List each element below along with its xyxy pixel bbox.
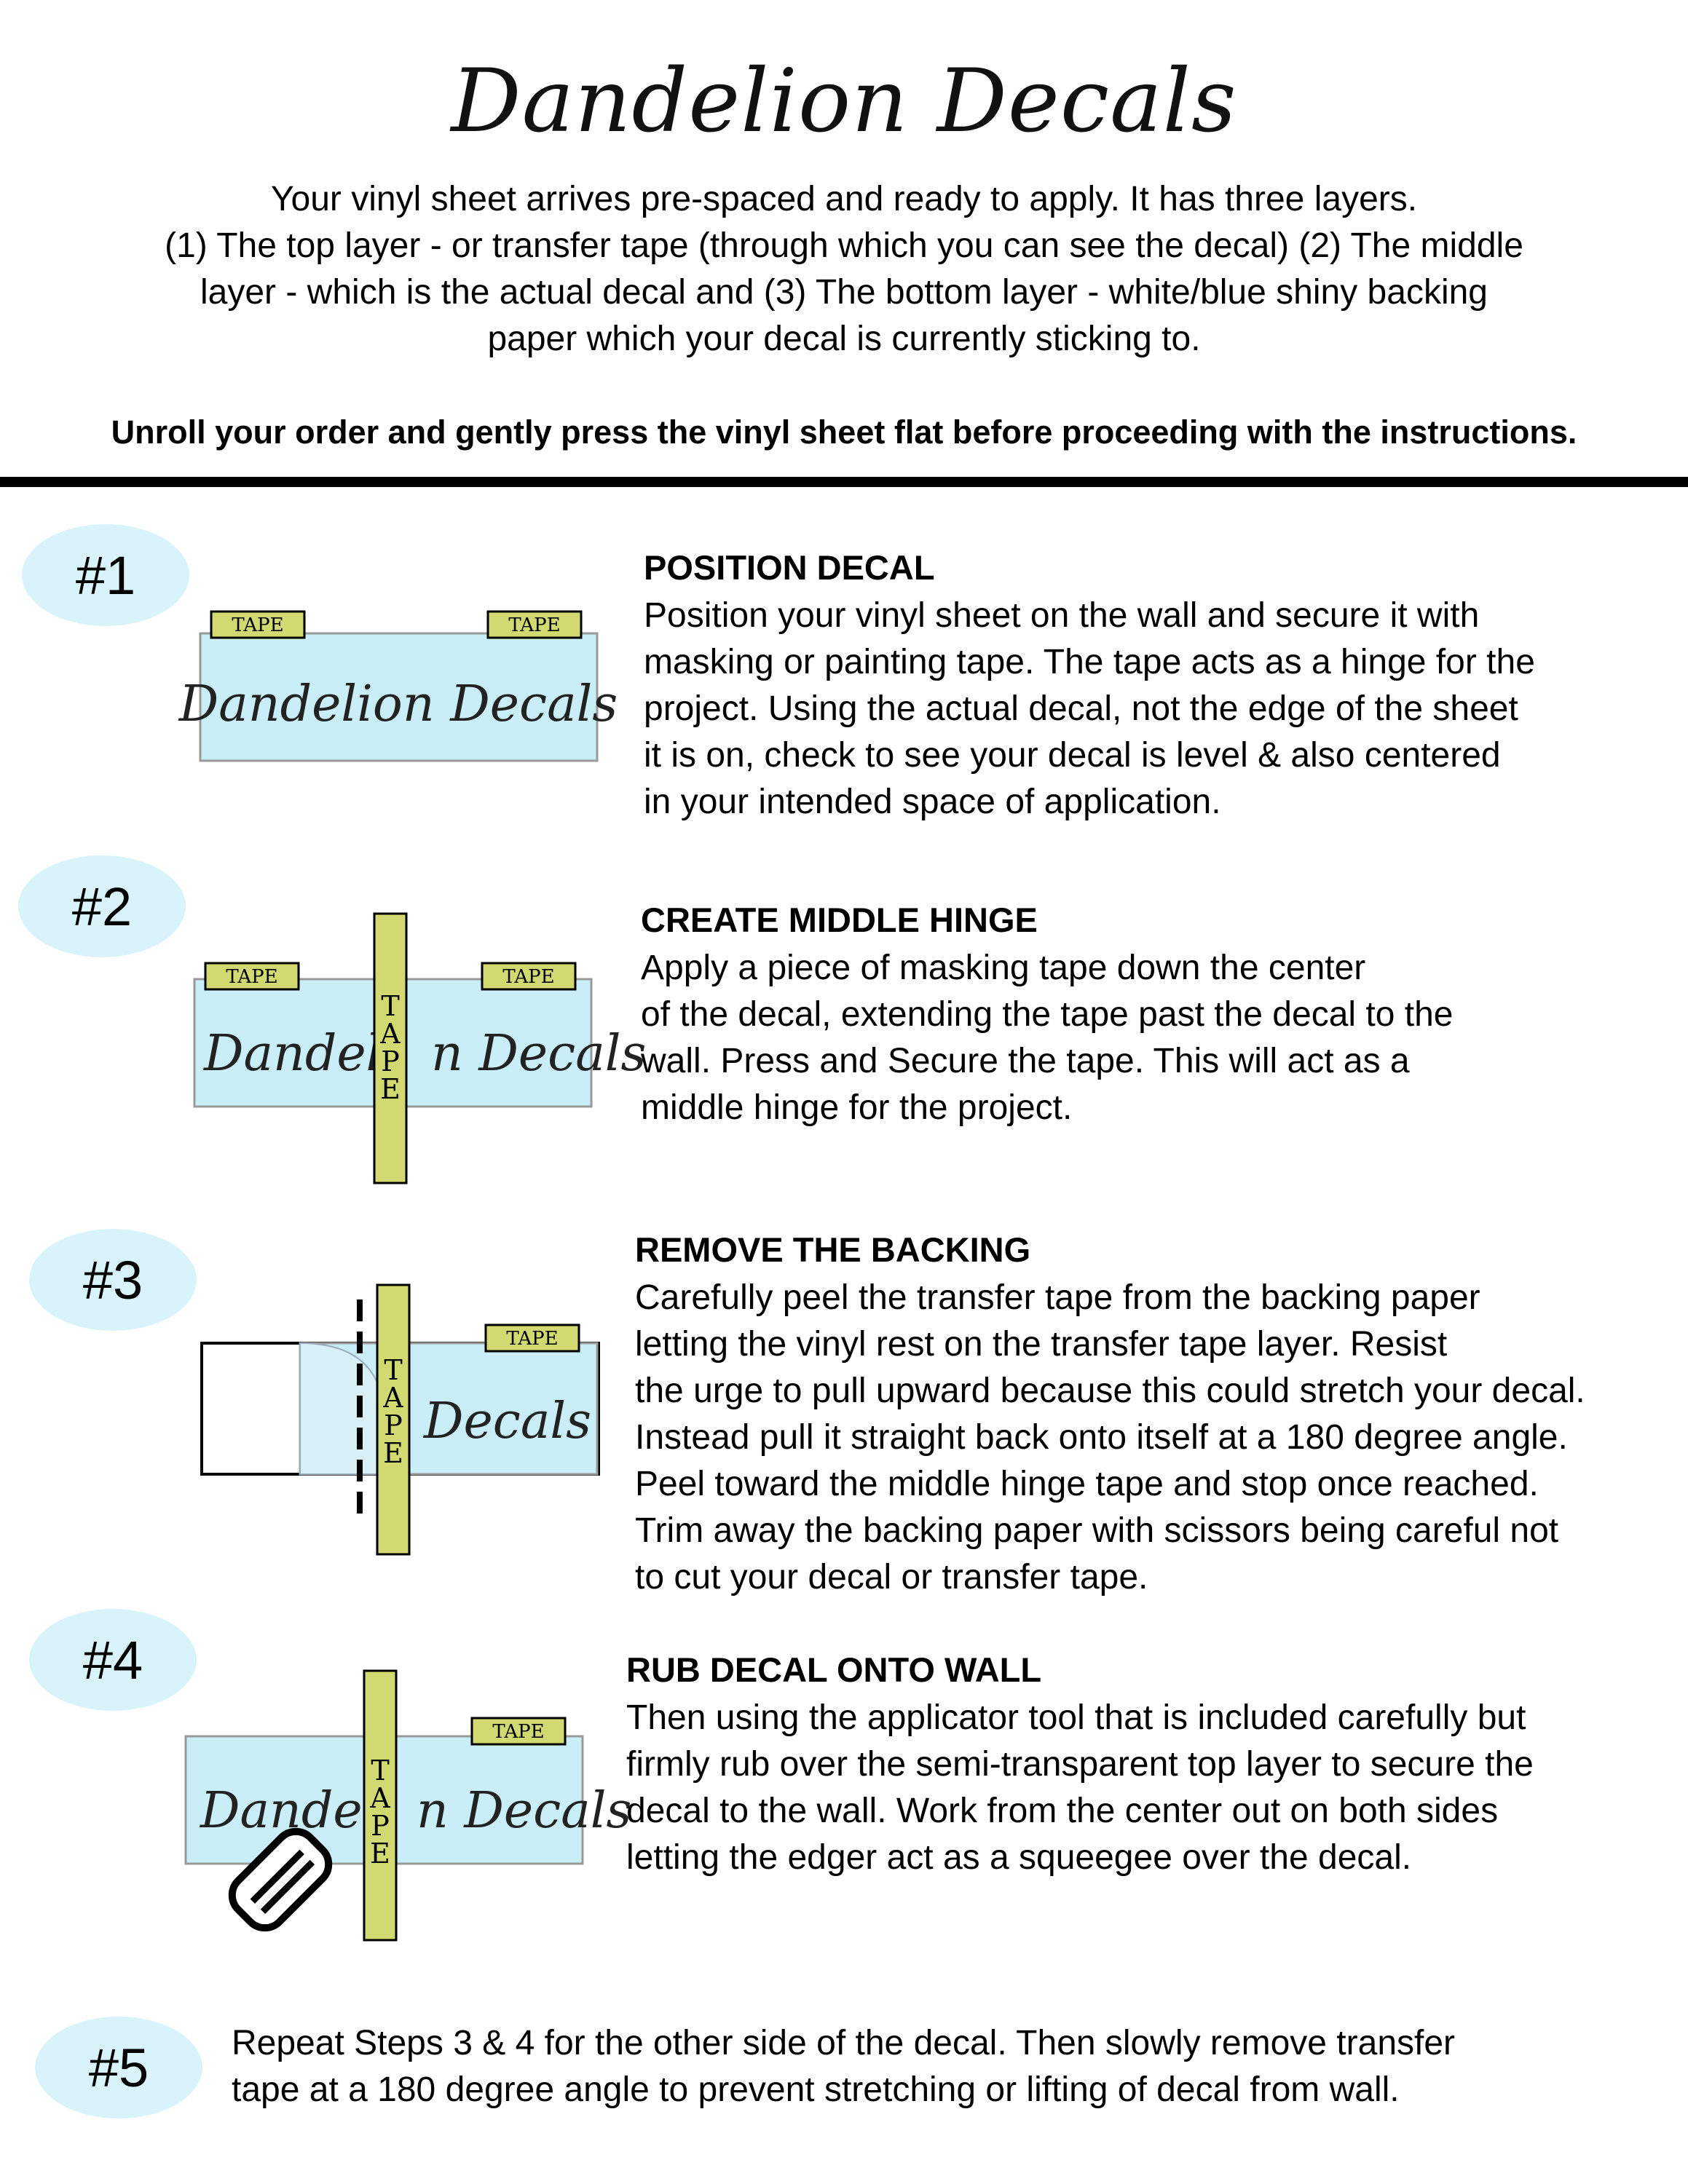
step-3-badge: #3 [29,1229,197,1331]
hinge-tape-letter: E [380,1073,401,1105]
step-4-illustration: TAPE Dandeli n Decals T A P E [184,1669,631,1942]
hinge-tape [373,912,408,1184]
step-4-text: RUB DECAL ONTO WALL Then using the appli… [626,1647,1660,1881]
tape-strip [470,1717,567,1746]
step-title: CREATE MIDDLE HINGE [641,901,1038,939]
tape-strip [204,962,300,991]
step-title: RUB DECAL ONTO WALL [626,1650,1042,1689]
hinge-tape-letter: T [371,1754,389,1787]
unroll-notice: Unroll your order and gently press the v… [111,414,1577,451]
tape-label: TAPE [508,614,560,636]
hinge-tape-letter: P [371,1810,390,1842]
intro-line: layer - which is the actual decal and (3… [200,273,1488,312]
tape-strip [486,610,583,639]
decal-text: Dandelion Decals [178,676,618,733]
step-2-text: CREATE MIDDLE HINGE Apply a piece of mas… [641,897,1646,1131]
intro-line: (1) The top layer - or transfer tape (th… [165,226,1523,265]
step-5-text: Repeat Steps 3 & 4 for the other side of… [232,2020,1659,2113]
step-title: POSITION DECAL [644,548,935,587]
decal-text-right: n Decals [417,1782,631,1840]
tape-label: TAPE [506,1328,558,1350]
hinge-tape-letter: P [384,1409,403,1441]
step-title: REMOVE THE BACKING [635,1230,1031,1269]
decal-text-right: n Decals [431,1025,646,1083]
step-1-text: POSITION DECAL Position your vinyl sheet… [644,545,1649,826]
step-4-badge: #4 [29,1609,197,1711]
tape-label: TAPE [492,1721,544,1743]
step-2-badge: #2 [18,855,186,957]
tape-label: TAPE [232,614,283,636]
tape-strip [484,1324,580,1353]
tape-label: TAPE [226,966,277,988]
step-1-badge: #1 [22,524,189,626]
hinge-tape [376,1283,411,1556]
step-body: Then using the applicator tool that is i… [626,1698,1534,1877]
intro-line: Your vinyl sheet arrives pre-spaced and … [270,180,1418,218]
step-body: Position your vinyl sheet on the wall an… [644,596,1535,821]
section-divider [0,477,1688,487]
decal-text-right: Decals [422,1393,591,1450]
hinge-tape-letter: A [379,1018,401,1050]
hinge-tape-letter: E [370,1837,390,1870]
hinge-tape-letter: T [384,1354,402,1386]
step-3-text: REMOVE THE BACKING Carefully peel the tr… [635,1227,1684,1601]
hinge-tape-letter: A [382,1382,403,1414]
hinge-tape [363,1669,398,1942]
step-body: Repeat Steps 3 & 4 for the other side of… [232,2024,1456,2109]
hinge-tape-letter: T [381,990,399,1022]
step-2-illustration: TAPE TAPE Dandeli n Decals T A P E [193,912,646,1184]
tape-strip [210,610,306,639]
hinge-tape-letter: A [369,1782,390,1814]
vinyl-sheet [199,632,599,762]
intro-line: paper which your decal is currently stic… [487,320,1201,358]
hinge-tape-letter: P [381,1045,400,1077]
step-1-illustration: TAPE TAPE Dandelion Decals [178,610,618,762]
hinge-tape-letter: E [383,1437,403,1469]
step-body: Carefully peel the transfer tape from th… [635,1278,1585,1597]
applicator-tool-icon [228,1827,333,1932]
step-body: Apply a piece of masking tape down the c… [641,949,1454,1127]
step-5-badge: #5 [35,2017,202,2118]
tape-strip [481,962,577,991]
step-3-illustration: Decals TAPE T A P E [200,1283,600,1556]
decal-text-left: Dandeli [202,1025,398,1083]
tape-label: TAPE [502,966,554,988]
brand-title: Dandelion Decals [451,51,1237,152]
intro-text: Your vinyl sheet arrives pre-spaced and … [66,176,1622,363]
